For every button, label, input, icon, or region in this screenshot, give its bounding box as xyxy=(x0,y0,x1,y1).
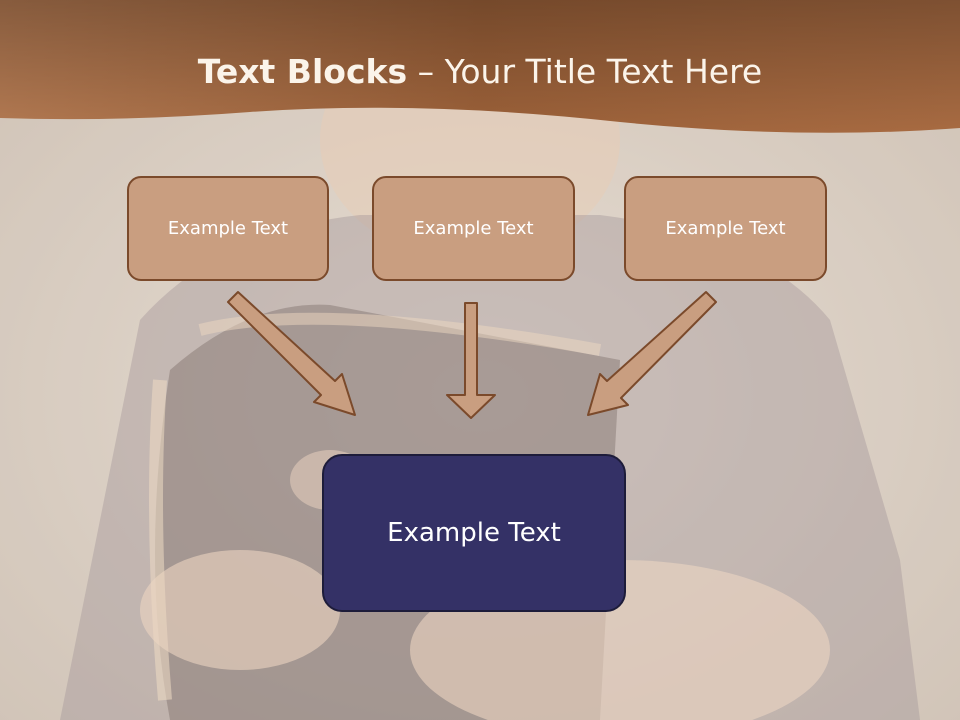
title-separator: – xyxy=(407,52,445,91)
text-block-1[interactable]: Example Text xyxy=(127,176,329,281)
main-text-block[interactable]: Example Text xyxy=(322,454,626,612)
slide-title: Text Blocks – Your Title Text Here xyxy=(0,52,960,91)
text-block-3-label: Example Text xyxy=(665,218,786,239)
arrow-right xyxy=(587,291,717,416)
text-block-2[interactable]: Example Text xyxy=(372,176,575,281)
text-block-1-label: Example Text xyxy=(167,218,289,239)
text-block-3[interactable]: Example Text xyxy=(624,176,827,281)
hand-left xyxy=(140,550,340,670)
title-rest: Your Title Text Here xyxy=(444,52,763,91)
text-block-2-label: Example Text xyxy=(413,218,534,239)
arrow-left xyxy=(227,291,356,416)
arrow-center xyxy=(446,302,496,419)
main-text-block-label: Example Text xyxy=(387,518,561,548)
title-bold: Text Blocks xyxy=(197,52,408,91)
